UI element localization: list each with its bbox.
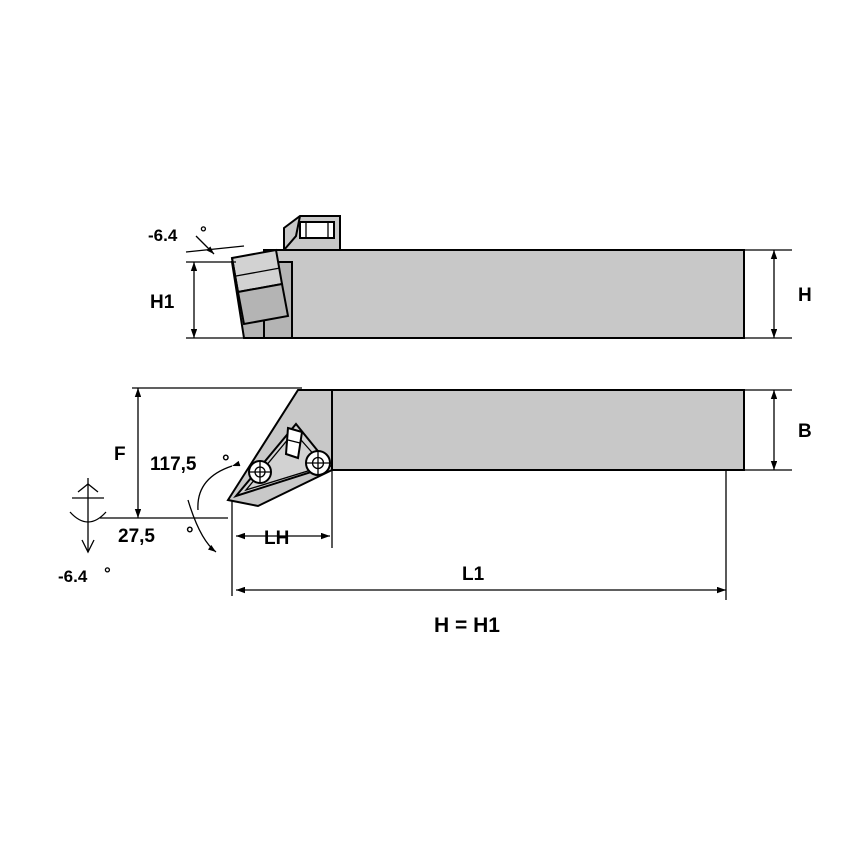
side-view-insert-left-face	[231, 257, 239, 293]
note-h-equals-h1: H = H1	[434, 614, 500, 637]
side-view-group: -6.4 ° H1 H	[148, 215, 812, 339]
angle-minus-6-4-bottom-unit: °	[104, 564, 111, 583]
dimension-l1-label: L1	[462, 564, 485, 585]
side-view-clamp-arm	[283, 215, 301, 251]
angle-minus-6-4-top-label: -6.4	[148, 226, 178, 245]
top-view-clamp-finger	[284, 426, 304, 460]
side-view-rake-arc	[195, 235, 215, 255]
side-view-shim	[236, 282, 290, 326]
top-view-insert-inner	[244, 430, 326, 492]
side-view-shank	[263, 249, 745, 339]
side-view-rake-line	[185, 245, 245, 253]
lead-detail-tool	[77, 483, 99, 493]
lead-angle-detail	[69, 478, 107, 554]
angle-27-5-label: 27,5	[118, 526, 155, 547]
angle-117-5-label: 117,5	[150, 454, 197, 475]
angle-27-5-unit: °	[186, 524, 194, 545]
top-view-group: B F 117,5 ° 27,5 ° -6.4 ° LH	[58, 387, 812, 600]
dimension-b-label: B	[798, 421, 812, 442]
side-view-clamp-screw-slot	[299, 221, 335, 239]
angle-117-5-unit: °	[222, 452, 230, 473]
top-view-shank	[331, 389, 745, 471]
screw-2-inner	[311, 456, 325, 470]
screw-1-inner	[254, 466, 266, 478]
angle-minus-6-4-top-unit: °	[200, 223, 207, 242]
angle-117-5-arc	[197, 460, 241, 511]
lead-detail-arrow	[81, 539, 95, 554]
angle-minus-6-4-bottom-label: -6.4	[58, 567, 88, 586]
angle-27-5-arc	[187, 499, 217, 553]
side-view-insert-edge	[235, 267, 281, 277]
dimension-f-label: F	[114, 444, 126, 465]
dimension-lh-label: LH	[264, 528, 289, 549]
dimension-h-label: H	[798, 285, 812, 306]
top-view-clamp-finger-detail	[287, 439, 301, 444]
dimension-h1-label: H1	[150, 292, 175, 313]
